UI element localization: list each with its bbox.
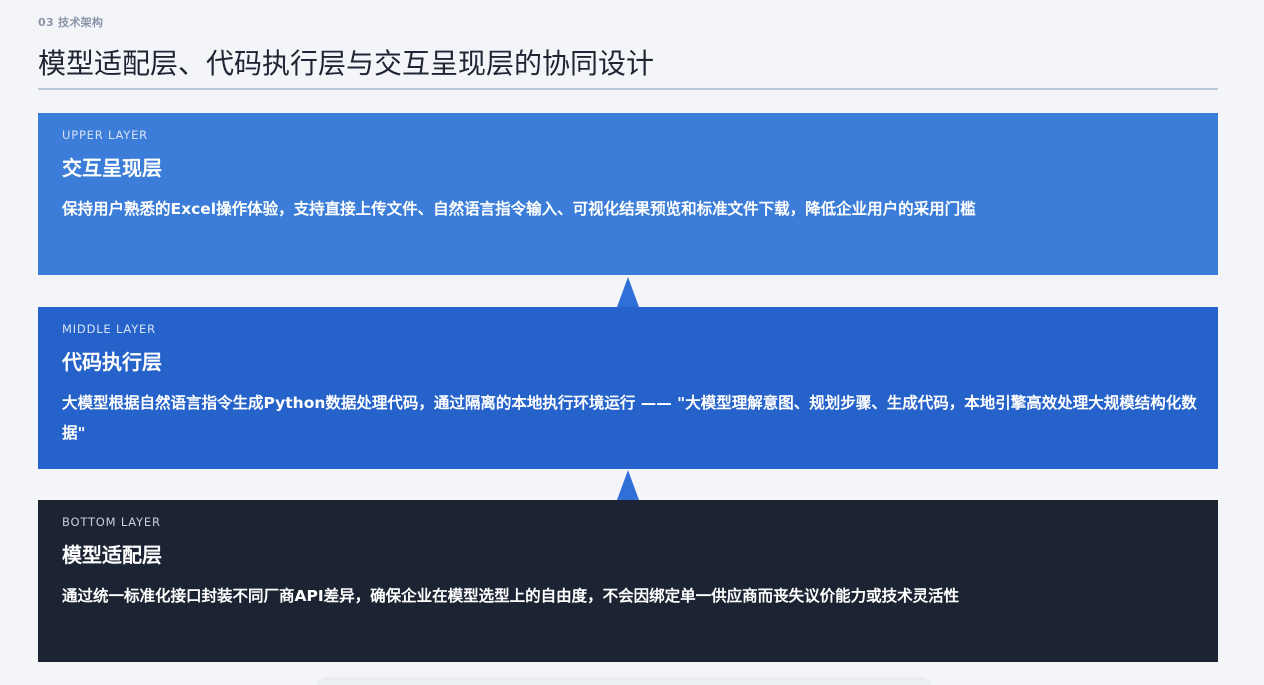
title-divider	[38, 88, 1218, 90]
bottom-panel-edge	[318, 680, 930, 685]
layer-description: 通过统一标准化接口封装不同厂商API差异，确保企业在模型选型上的自由度，不会因绑…	[62, 587, 960, 605]
page-title: 模型适配层、代码执行层与交互呈现层的协同设计	[38, 47, 655, 80]
layer-tag: MIDDLE LAYER	[62, 322, 156, 336]
up-arrow-icon	[617, 470, 639, 500]
middle-layer-block: MIDDLE LAYER 代码执行层 大模型根据自然语言指令生成Python数据…	[38, 307, 1218, 469]
section-eyebrow: 03 技术架构	[38, 16, 104, 29]
bottom-layer-block: BOTTOM LAYER 模型适配层 通过统一标准化接口封装不同厂商API差异，…	[38, 500, 1218, 662]
layer-tag: UPPER LAYER	[62, 128, 148, 142]
layer-description: 大模型根据自然语言指令生成Python数据处理代码，通过隔离的本地执行环境运行 …	[62, 394, 1197, 442]
layer-description: 保持用户熟悉的Excel操作体验，支持直接上传文件、自然语言指令输入、可视化结果…	[62, 200, 976, 218]
layer-name: 模型适配层	[62, 543, 162, 567]
layer-name: 代码执行层	[62, 350, 162, 374]
up-arrow-icon	[617, 277, 639, 307]
upper-layer-block: UPPER LAYER 交互呈现层 保持用户熟悉的Excel操作体验，支持直接上…	[38, 113, 1218, 275]
layer-tag: BOTTOM LAYER	[62, 515, 161, 529]
layer-name: 交互呈现层	[62, 156, 162, 180]
